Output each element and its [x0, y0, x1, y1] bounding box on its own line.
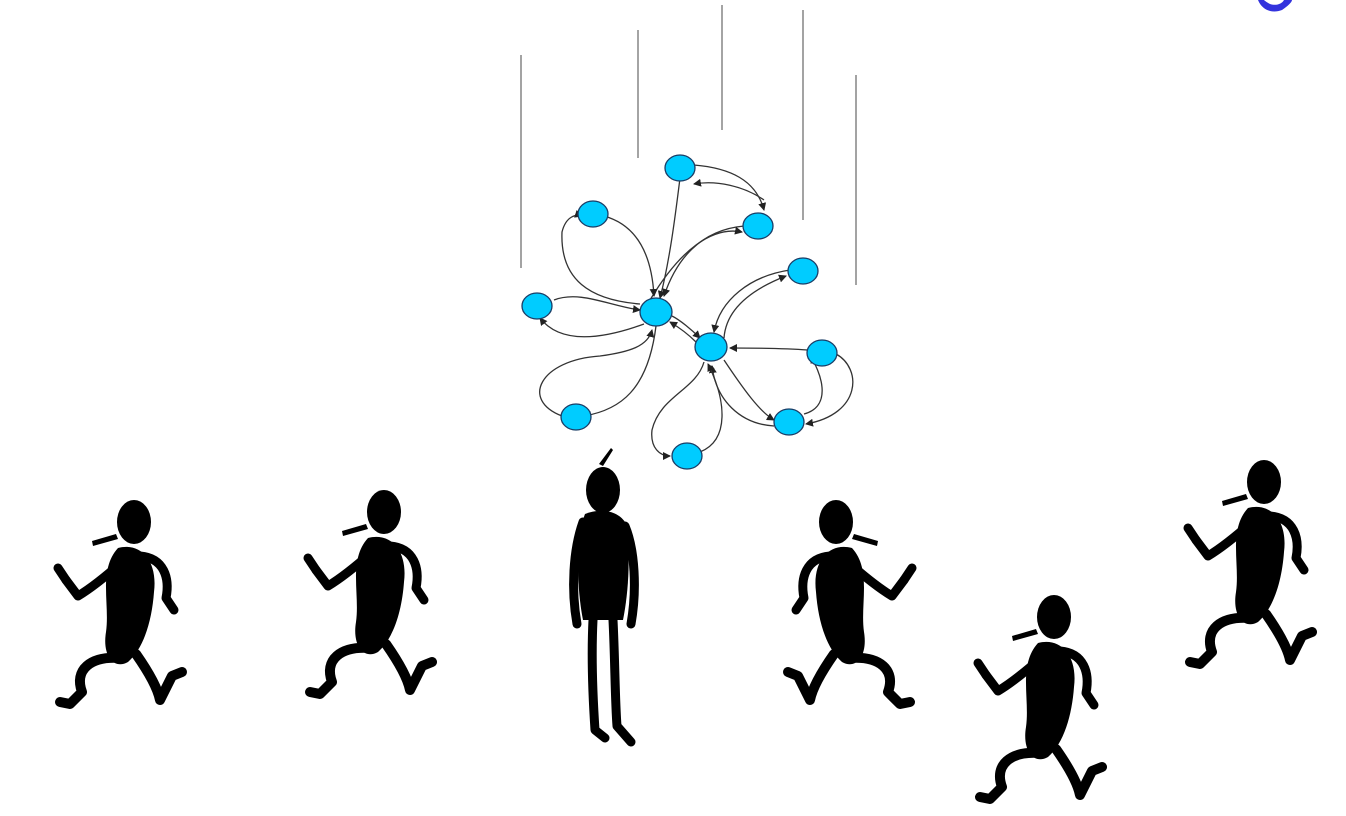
graph-edge: [583, 325, 657, 419]
graph-node: [773, 408, 805, 436]
graph-nodes: [521, 154, 838, 470]
graph-edge: [693, 178, 765, 201]
graph-node: [742, 212, 774, 240]
graph-edge: [805, 353, 854, 427]
graph-edge: [553, 296, 641, 314]
corner-accent-shape: [1258, 0, 1292, 12]
graph-node: [664, 154, 696, 182]
graph-edge: [539, 317, 645, 338]
graph-edges: [539, 164, 854, 460]
running-person-icon: [788, 500, 912, 704]
running-person-icon: [978, 595, 1102, 799]
graph-edge: [723, 274, 787, 339]
graph-edge: [561, 209, 641, 305]
graph-edge: [662, 225, 745, 297]
graph-node: [577, 200, 609, 228]
graph-node-hub: [639, 297, 673, 327]
standing-person-icon: [574, 448, 635, 742]
graph-node: [560, 403, 592, 431]
graph-node: [671, 442, 703, 470]
graph-edge: [708, 365, 775, 427]
graph-node: [787, 257, 819, 285]
people: [58, 448, 1312, 799]
graph-edge: [539, 329, 655, 417]
graph-edge: [671, 315, 701, 339]
graph-edge: [699, 363, 723, 453]
graph-edge: [603, 215, 658, 297]
running-person-icon: [1188, 460, 1312, 664]
network-graph-icon: [521, 154, 854, 470]
graph-edge: [723, 359, 775, 421]
graph-edge: [657, 177, 681, 299]
graph-edge: [651, 361, 705, 460]
running-person-icon: [308, 490, 432, 694]
running-person-icon: [58, 500, 182, 704]
graph-edge: [693, 164, 767, 211]
graph-node: [806, 339, 838, 367]
falling-motion-lines: [520, 5, 857, 285]
graph-edge: [649, 226, 743, 301]
graph-node-hub: [694, 332, 728, 362]
graph-edge: [669, 321, 697, 343]
graph-edge: [729, 344, 809, 353]
graph-edge: [711, 269, 791, 333]
graph-node: [521, 292, 553, 320]
